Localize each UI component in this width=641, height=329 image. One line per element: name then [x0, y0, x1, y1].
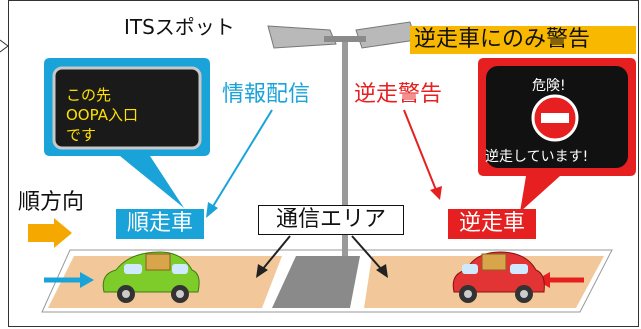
- direction-arrow-icon: [28, 218, 72, 248]
- comm-area-label: 通信エリア: [258, 205, 404, 235]
- info-arrow: [211, 109, 273, 209]
- forward-direction-label: 順方向: [18, 190, 85, 215]
- area-arrow-right: [351, 235, 383, 271]
- red-car-icon: [452, 251, 545, 303]
- info-delivery-label: 情報配信: [222, 82, 311, 107]
- info-sign-panel: [52, 66, 202, 150]
- its-spot-title: ITSスポット: [124, 15, 235, 39]
- danger-text: 危険!: [532, 78, 566, 94]
- no-entry-bar: [541, 113, 569, 123]
- antenna-left: [267, 25, 337, 49]
- green-car-icon: [102, 251, 200, 303]
- info-sign-line-3: です: [66, 126, 97, 144]
- its-pole: [342, 36, 348, 256]
- info-sign-line-1: この先: [66, 86, 112, 104]
- connector-tick: [0, 39, 9, 53]
- wrong-way-warning-label: 逆走警告: [354, 82, 443, 107]
- wrong-way-car-label: 逆走車: [448, 209, 536, 239]
- wrong-way-text: 逆走しています!: [485, 149, 589, 165]
- area-arrow-left: [261, 235, 291, 271]
- antenna-mount: [324, 36, 366, 42]
- antenna-right: [355, 21, 417, 49]
- info-sign-line-2: OOPA入口: [66, 106, 138, 124]
- comm-area-road: [272, 256, 360, 308]
- warn-arrow: [403, 109, 437, 191]
- normal-car-label: 順走車: [116, 209, 204, 239]
- wrong-way-only-banner: 逆走車にのみ警告: [410, 26, 636, 54]
